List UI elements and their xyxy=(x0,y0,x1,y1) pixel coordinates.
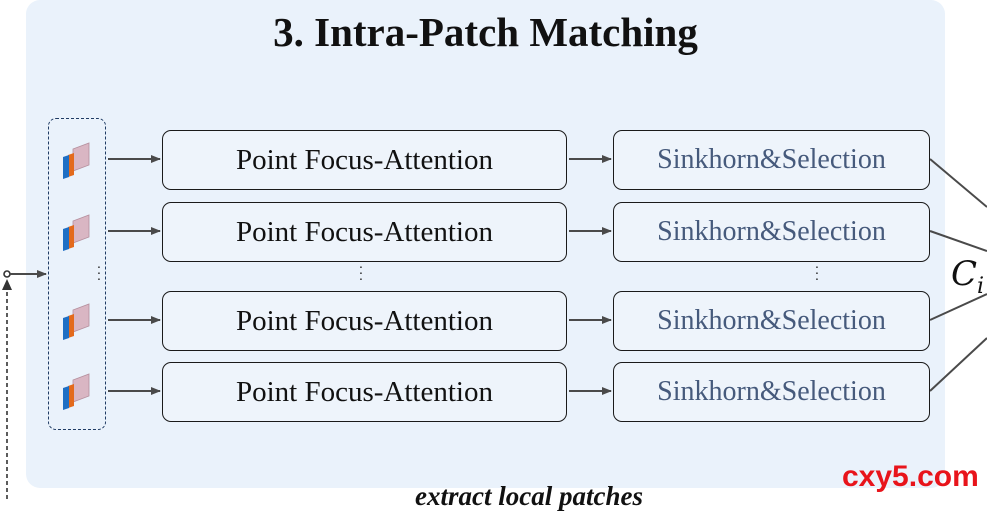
sinkhorn-selection-box-2: Sinkhorn&Selection xyxy=(613,202,930,262)
sinkhorn-selection-box-1: Sinkhorn&Selection xyxy=(613,130,930,190)
selection-to-output-line-3 xyxy=(929,293,987,321)
point-focus-attention-box-1: Point Focus-Attention xyxy=(162,130,567,190)
extract-patches-caption: extract local patches xyxy=(415,481,643,511)
ellipsis-icon: ··· xyxy=(814,261,820,288)
patch-stack-icon xyxy=(63,303,90,340)
skip-connection-arrowhead xyxy=(2,279,12,290)
ellipsis-icon: ··· xyxy=(96,261,102,288)
output-symbol: C xyxy=(951,254,978,294)
point-focus-attention-box-3: Point Focus-Attention xyxy=(162,291,567,351)
sinkhorn-selection-box-4: Sinkhorn&Selection xyxy=(613,362,930,422)
module-title: 3. Intra-Patch Matching xyxy=(273,9,698,55)
patch-stack-icon xyxy=(63,214,90,251)
sinkhorn-selection-box-3: Sinkhorn&Selection xyxy=(613,291,930,351)
watermark: cxy5.com xyxy=(842,460,979,493)
patch-stack-icon xyxy=(63,142,90,179)
output-subscript: i xyxy=(977,273,985,299)
patch-stack-icon xyxy=(63,373,90,410)
selection-to-output-line-1 xyxy=(929,158,987,208)
point-focus-attention-box-2: Point Focus-Attention xyxy=(162,202,567,262)
point-focus-attention-box-4: Point Focus-Attention xyxy=(162,362,567,422)
local-patches-group xyxy=(48,118,106,430)
input-node xyxy=(3,270,11,278)
connector-layer xyxy=(2,155,987,499)
selection-to-output-line-2 xyxy=(929,230,987,252)
selection-to-output-line-4 xyxy=(929,337,987,392)
output-correspondence-label: Ci xyxy=(951,254,984,299)
ellipsis-icon: ··· xyxy=(358,261,364,288)
